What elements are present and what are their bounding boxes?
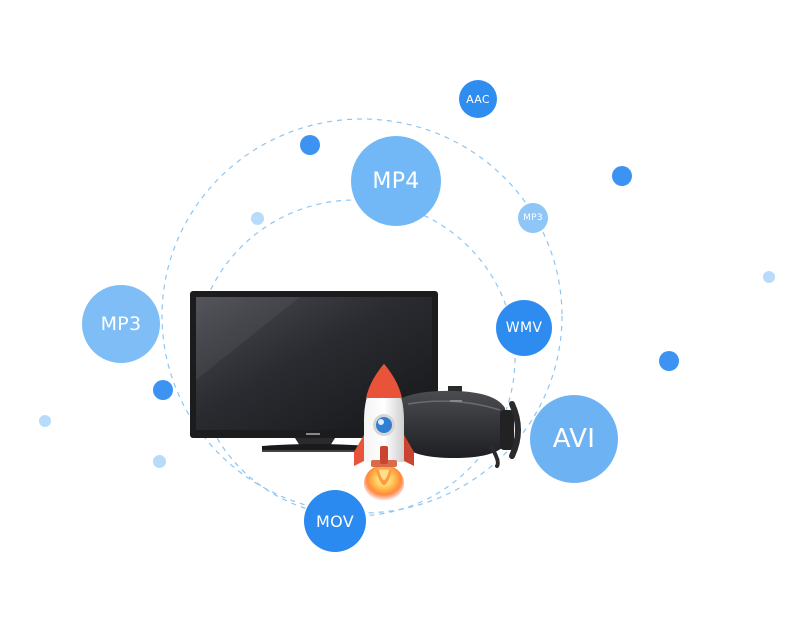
television-icon [190,291,438,452]
decorative-dot [251,212,264,225]
format-bubble-mp3-small: MP3 [518,203,548,233]
decorative-dot [39,415,51,427]
decorative-dot [153,380,173,400]
inner-orbit-ring [194,199,516,517]
format-bubble-mov: MOV [304,490,366,552]
format-bubble-mp3-large: MP3 [82,285,160,363]
decorative-dot [659,351,679,371]
format-bubble-mp4: MP4 [351,136,441,226]
format-bubble-avi: AVI [530,395,618,483]
decorative-dot [153,455,166,468]
decorative-dot [300,135,320,155]
vr-headset-icon [402,386,521,468]
decorative-dot [612,166,632,186]
rocket-icon [354,364,414,501]
format-bubble-wmv: WMV [496,300,552,356]
decorative-dot [763,271,775,283]
format-bubble-aac: AAC [459,80,497,118]
